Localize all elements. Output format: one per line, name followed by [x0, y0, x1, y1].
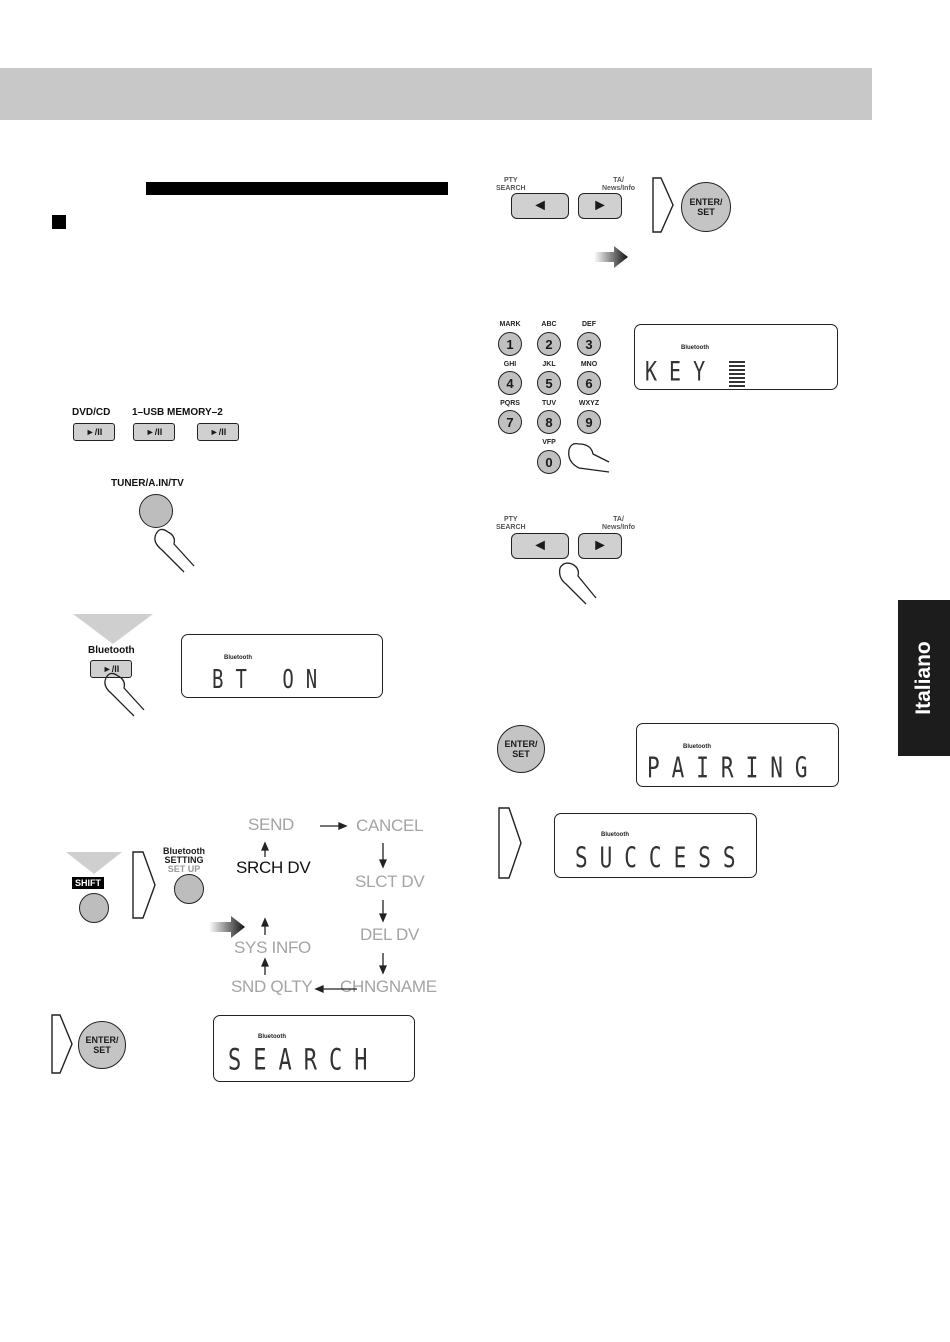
bluetooth-setting-button[interactable] — [174, 874, 204, 904]
step-chevron-icon — [498, 807, 522, 879]
step-chevron-icon — [51, 1014, 73, 1074]
bt-setting-line1: Bluetooth — [163, 846, 205, 856]
enter-line1: ENTER/ — [85, 1035, 119, 1045]
menu-del-dv: DEL DV — [360, 925, 419, 944]
menu-chngname: CHNGNAME — [340, 977, 437, 996]
key-1[interactable]: 1 — [498, 332, 522, 356]
lcd-key: Bluetooth KEY — [634, 324, 838, 390]
menu-srch-dv: SRCH DV — [236, 858, 311, 877]
key-5[interactable]: 5 — [537, 371, 561, 395]
lcd-bluetooth-badge: Bluetooth — [224, 655, 252, 661]
menu-cycle-arrows — [261, 822, 387, 993]
finger-press-icon — [104, 672, 145, 717]
lcd-cursor-block — [729, 359, 745, 387]
key-9[interactable]: 9 — [577, 410, 601, 434]
key-0[interactable]: 0 — [537, 450, 561, 474]
key-6[interactable]: 6 — [577, 371, 601, 395]
tuner-button[interactable] — [139, 494, 173, 528]
right-arrow-icon — [209, 916, 245, 938]
section-marker-square — [52, 215, 66, 229]
key-6-letters: MNO — [580, 361, 598, 368]
key-8[interactable]: 8 — [537, 410, 561, 434]
enter-set-button-top[interactable]: ENTER/SET — [681, 182, 731, 232]
finger-press-icon — [558, 562, 597, 605]
language-tab-label: Italiano — [912, 641, 935, 715]
bluetooth-play-button[interactable]: ►/II — [90, 660, 132, 678]
lcd-success: Bluetooth SUCCESS — [554, 813, 757, 878]
menu-slct-dv: SLCT DV — [355, 872, 425, 891]
down-arrow-icon — [66, 852, 122, 874]
shift-label: SHIFT — [72, 877, 104, 889]
key-2[interactable]: 2 — [537, 332, 561, 356]
right-button-2[interactable]: ► — [578, 533, 622, 559]
right-arrow-icon — [594, 246, 628, 268]
dvdcd-label: DVD/CD — [72, 407, 111, 418]
key-2-letters: ABC — [541, 321, 557, 328]
usb1-play-button[interactable]: ►/II — [133, 423, 175, 441]
lcd-text: SUCCESS — [575, 842, 748, 875]
bt-setting-line3: SET UP — [167, 864, 201, 874]
shift-button[interactable] — [79, 893, 109, 923]
right-button[interactable]: ► — [578, 193, 622, 219]
ta-label-2: TA/News/Info — [602, 516, 636, 531]
lcd-text: SEARCH — [228, 1044, 380, 1078]
key-4[interactable]: 4 — [498, 371, 522, 395]
usb2-play-button[interactable]: ►/II — [197, 423, 239, 441]
key-1-letters: MARK — [499, 321, 521, 328]
enter-line2: SET — [93, 1045, 111, 1055]
key-9-letters: WXYZ — [578, 400, 600, 407]
dvdcd-play-button[interactable]: ►/II — [73, 423, 115, 441]
key-7-letters: PQRS — [500, 400, 520, 407]
key-3[interactable]: 3 — [577, 332, 601, 356]
lcd-text: BT ON — [212, 665, 330, 695]
step-chevron-icon — [652, 177, 674, 233]
key-0-letters: VFP — [542, 439, 556, 446]
finger-press-icon — [154, 528, 195, 573]
menu-cancel: CANCEL — [356, 816, 424, 835]
header-band — [0, 68, 872, 120]
finger-press-icon — [568, 442, 610, 473]
language-tab: Italiano — [898, 600, 950, 756]
key-7[interactable]: 7 — [498, 410, 522, 434]
bluetooth-button-label: Bluetooth — [88, 645, 135, 656]
left-button[interactable]: ◄ — [511, 193, 569, 219]
key-3-letters: DEF — [582, 321, 596, 328]
lcd-text: KEY — [645, 355, 718, 388]
lcd-pairing: Bluetooth PAIRING — [636, 723, 839, 787]
bt-setting-line2: SETTING — [164, 855, 204, 865]
lcd-bt-on: Bluetooth BT ON — [181, 634, 383, 698]
menu-send: SEND — [248, 815, 295, 834]
lcd-search: Bluetooth SEARCH — [213, 1015, 415, 1082]
key-5-letters: JKL — [542, 361, 556, 368]
lcd-bluetooth-badge: Bluetooth — [683, 744, 711, 750]
lcd-bluetooth-badge: Bluetooth — [681, 345, 709, 351]
enter-set-button[interactable]: ENTER/SET — [78, 1021, 126, 1069]
lcd-bluetooth-badge: Bluetooth — [601, 832, 629, 838]
menu-sys-info: SYS INFO — [234, 938, 311, 957]
lcd-text: PAIRING — [647, 752, 820, 785]
left-button-2[interactable]: ◄ — [511, 533, 569, 559]
key-4-letters: GHI — [503, 361, 517, 368]
key-8-letters: TUV — [542, 400, 556, 407]
down-arrow-icon — [73, 614, 153, 644]
step-chevron-icon — [132, 851, 156, 919]
tuner-label: TUNER/A.IN/TV — [111, 478, 184, 489]
usb-memory-label: 1–USB MEMORY–2 — [132, 407, 223, 418]
ta-label: TA/News/Info — [602, 177, 636, 192]
enter-set-button-pairing[interactable]: ENTER/SET — [497, 725, 545, 773]
section-title-bar — [146, 182, 448, 195]
lcd-bluetooth-badge: Bluetooth — [258, 1034, 286, 1040]
bt-setting-label: Bluetooth SETTING SET UP — [160, 847, 208, 874]
menu-snd-qlty: SND QLTY — [231, 977, 313, 996]
